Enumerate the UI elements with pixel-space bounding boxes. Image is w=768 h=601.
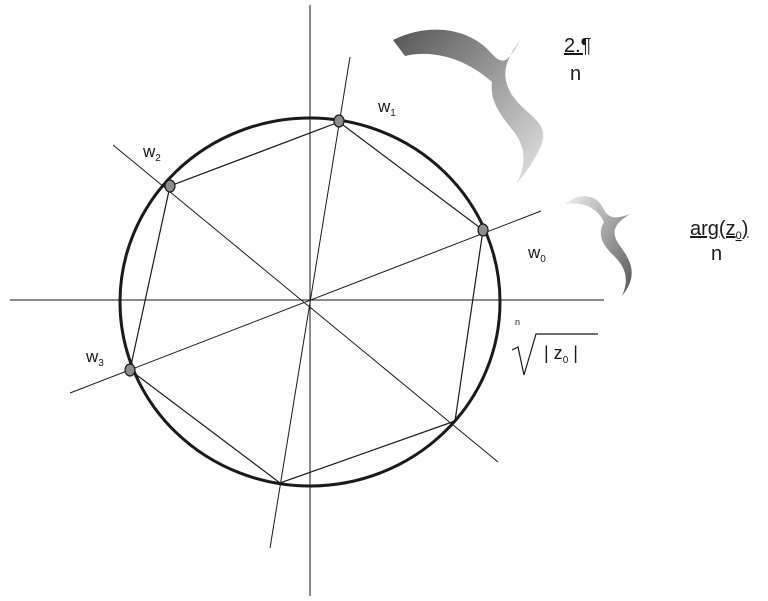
radial-line-w2	[112, 144, 499, 463]
label-w3: w3	[85, 347, 104, 369]
radial-line-w1	[269, 56, 351, 549]
point-w2	[164, 179, 176, 193]
root-circle	[118, 116, 502, 488]
label-w2: w2	[142, 142, 161, 164]
root-index: n	[515, 317, 520, 327]
radical-sign	[511, 333, 598, 376]
curly-brace-small	[565, 196, 632, 296]
initial-angle-denominator: n	[711, 243, 722, 265]
angle-step-numerator: 2.¶	[564, 35, 591, 57]
point-w0	[477, 223, 489, 237]
radial-line-w0	[69, 210, 542, 394]
roots-polygon	[129, 121, 484, 484]
curly-brace-large	[393, 29, 544, 187]
point-w1	[333, 114, 345, 128]
radicand: | z0 |	[544, 343, 578, 366]
label-w1: w1	[377, 97, 396, 119]
point-w3	[124, 363, 136, 377]
initial-angle-numerator: arg(z0)	[690, 218, 748, 242]
label-w0: w0	[527, 243, 546, 265]
angle-step-denominator: n	[570, 63, 581, 85]
